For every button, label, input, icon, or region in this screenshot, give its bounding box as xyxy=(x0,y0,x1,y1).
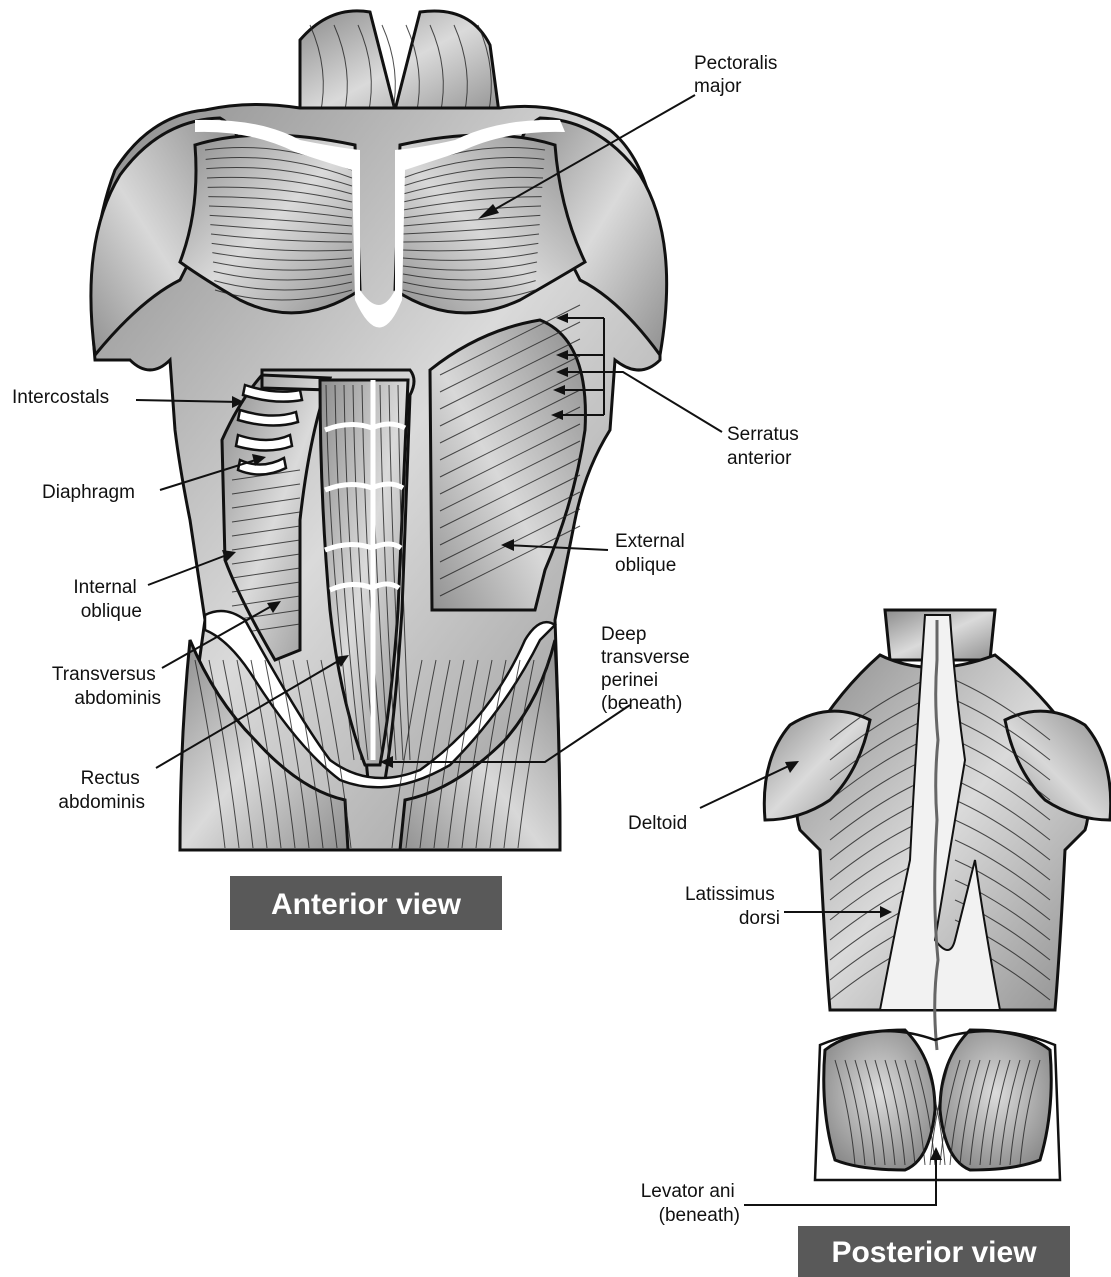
right-gluteal xyxy=(940,1030,1051,1170)
label-diaphragm: Diaphragm xyxy=(42,482,135,503)
label-deltoid: Deltoid xyxy=(628,813,687,834)
label-serratus-anterior: Serratus anterior xyxy=(727,424,804,469)
anterior-view-title: Anterior view xyxy=(271,888,462,921)
posterior-view: Posterior view xyxy=(764,610,1110,1277)
posterior-view-title: Posterior view xyxy=(831,1236,1037,1269)
anterior-view: Anterior view xyxy=(91,11,667,930)
label-deep-transverse-perinei: Deep transverse perinei (beneath) xyxy=(601,624,695,714)
left-gluteal xyxy=(824,1030,935,1170)
neck xyxy=(300,11,500,120)
label-pectoralis-major: Pectoralis major xyxy=(694,53,783,97)
label-internal-oblique: Internal oblique xyxy=(73,577,142,622)
label-intercostals: Intercostals xyxy=(12,387,109,408)
label-external-oblique: External oblique xyxy=(615,531,690,576)
label-levator-ani: Levator ani (beneath) xyxy=(641,1181,740,1226)
label-rectus-abdominis: Rectus abdominis xyxy=(58,768,145,813)
label-transversus-abdominis: Transversus abdominis xyxy=(52,664,161,709)
label-latissimus-dorsi: Latissimus dorsi xyxy=(685,884,780,929)
